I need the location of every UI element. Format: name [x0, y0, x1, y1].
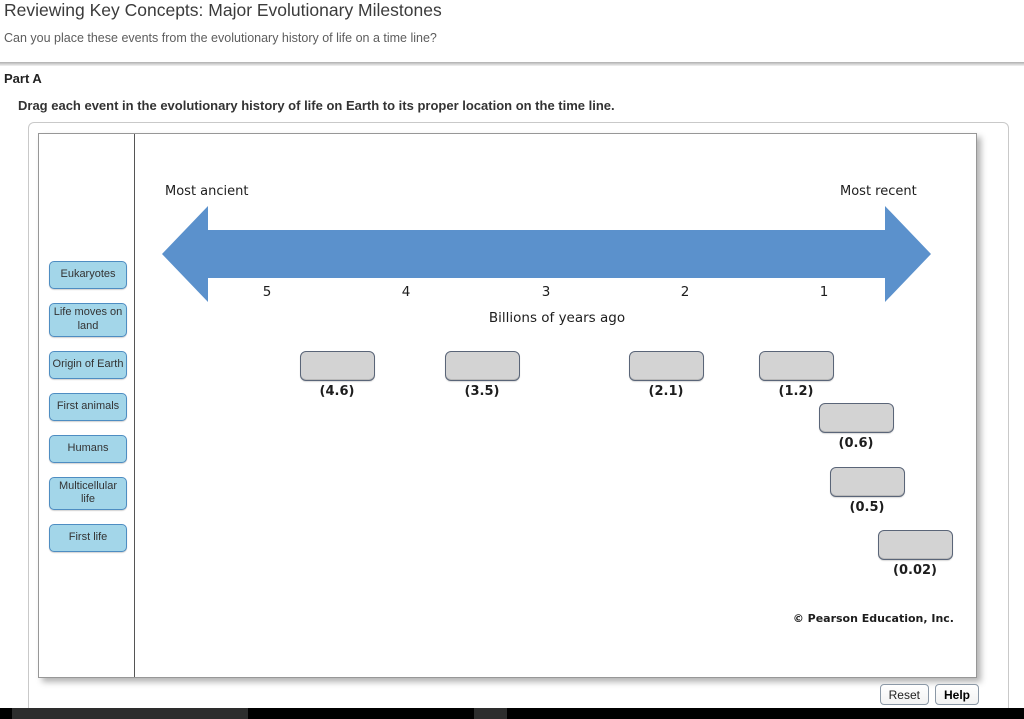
drop-slot[interactable]	[628, 351, 704, 381]
tick-3: 3	[541, 284, 551, 300]
drop-target-2-1: (2.1)	[628, 351, 704, 399]
double-arrow-icon	[162, 206, 931, 302]
drop-target-0-5: (0.5)	[829, 467, 905, 515]
event-chip-multicellular-life[interactable]: Multicellular life	[49, 476, 127, 510]
drop-slot-label: (0.6)	[838, 436, 874, 451]
drop-target-4-6: (4.6)	[299, 351, 375, 399]
tick-4: 4	[401, 284, 411, 300]
drop-target-1-2: (1.2)	[758, 351, 834, 399]
draggable-events-column: Eukaryotes Life moves on land Origin of …	[49, 261, 127, 566]
drag-instruction: Drag each event in the evolutionary hist…	[18, 98, 615, 113]
pearson-copyright: © Pearson Education, Inc.	[792, 612, 954, 625]
timeline-arrow	[162, 206, 931, 302]
drop-slot[interactable]	[444, 351, 520, 381]
axis-label: Billions of years ago	[488, 310, 626, 326]
drop-target-3-5: (3.5)	[444, 351, 520, 399]
drop-slot[interactable]	[877, 530, 953, 560]
event-chip-first-life[interactable]: First life	[49, 524, 127, 552]
drop-slot-label: (3.5)	[464, 384, 500, 399]
tick-2: 2	[680, 284, 690, 300]
drop-slot[interactable]	[829, 467, 905, 497]
drop-slot[interactable]	[818, 403, 894, 433]
part-a-heading: Part A	[4, 71, 42, 86]
event-chip-eukaryotes[interactable]: Eukaryotes	[49, 261, 127, 289]
event-chip-origin-of-earth[interactable]: Origin of Earth	[49, 350, 127, 379]
activity-stage: Eukaryotes Life moves on land Origin of …	[38, 133, 977, 678]
page-title: Reviewing Key Concepts: Major Evolutiona…	[4, 0, 442, 20]
drop-target-0-02: (0.02)	[877, 530, 953, 578]
taskbar	[0, 708, 1024, 719]
reset-button[interactable]: Reset	[879, 684, 929, 705]
event-chip-humans[interactable]: Humans	[49, 434, 127, 463]
drop-target-0-6: (0.6)	[818, 403, 894, 451]
drop-slot-label: (0.02)	[893, 563, 937, 578]
taskbar-segment	[12, 708, 248, 719]
event-chip-first-animals[interactable]: First animals	[49, 392, 127, 421]
tick-1: 1	[819, 284, 829, 300]
drop-slot[interactable]	[299, 351, 375, 381]
most-recent-label: Most recent	[840, 184, 917, 199]
drop-slot-label: (4.6)	[319, 384, 355, 399]
event-chip-life-moves-on-land[interactable]: Life moves on land	[49, 303, 127, 337]
horizontal-divider	[0, 62, 1024, 66]
drop-slot[interactable]	[758, 351, 834, 381]
most-ancient-label: Most ancient	[165, 184, 249, 199]
footer-buttons: Reset Help	[879, 684, 979, 705]
drop-slot-label: (1.2)	[778, 384, 814, 399]
drop-slot-label: (0.5)	[849, 500, 885, 515]
taskbar-segment	[474, 708, 507, 719]
page-subtitle: Can you place these events from the evol…	[4, 31, 437, 45]
tick-5: 5	[262, 284, 272, 300]
help-button[interactable]: Help	[934, 684, 979, 705]
drop-slot-label: (2.1)	[648, 384, 684, 399]
sidebar-divider	[134, 134, 135, 677]
